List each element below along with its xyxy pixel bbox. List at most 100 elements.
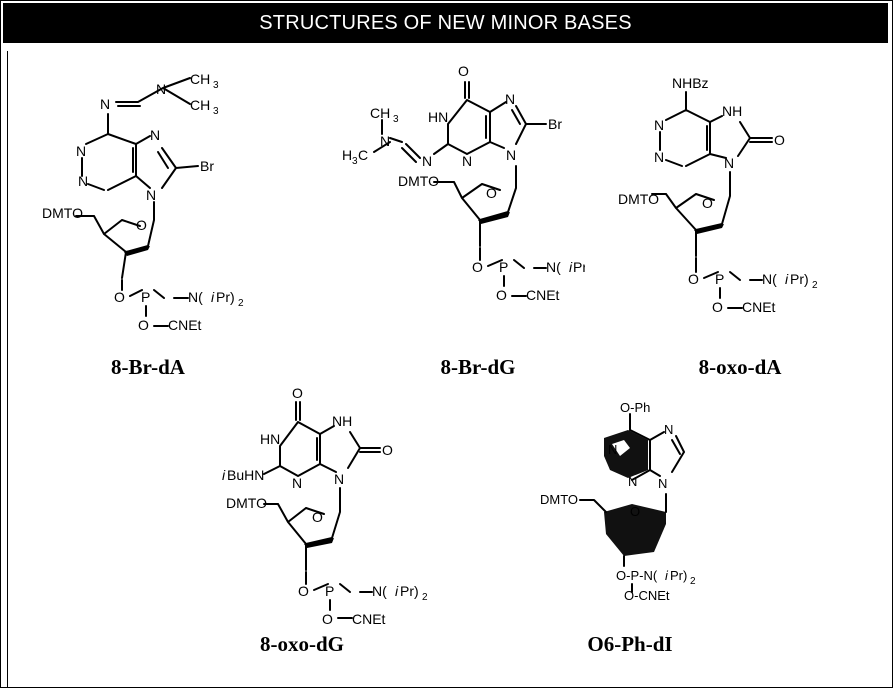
atom-label: N <box>78 173 88 189</box>
atom-label: N <box>608 442 617 457</box>
atom-subscript: 2 <box>238 298 244 309</box>
atom-label: N <box>150 127 160 143</box>
page-title: STRUCTURES OF NEW MINOR BASES <box>259 12 632 34</box>
atom-label: P <box>499 259 508 275</box>
atom-label: N <box>156 81 166 97</box>
atom-label: O <box>712 299 723 315</box>
atom-label: O <box>322 611 333 627</box>
atom-label: CNEt <box>352 611 386 627</box>
atom-label: O <box>138 317 149 333</box>
atom-label: N <box>380 133 390 149</box>
atom-label: N <box>654 149 664 165</box>
atom-label: H <box>342 147 352 163</box>
atom-label: N <box>146 187 156 203</box>
atom-label: N <box>100 96 110 112</box>
atom-label: Br <box>548 116 562 132</box>
atom-label: O <box>472 259 483 275</box>
atom-label: HN <box>260 431 280 447</box>
atom-label: CNEt <box>742 299 776 315</box>
atom-subscript: 2 <box>422 592 428 603</box>
atom-label: O <box>630 504 640 519</box>
atom-label: O <box>312 509 323 525</box>
atom-label: P <box>715 271 724 287</box>
compound-name: 8-Br-dG <box>440 355 516 379</box>
atom-label: Br <box>200 158 214 174</box>
compound-name: O6-Ph-dI <box>587 632 673 656</box>
atom-label: i <box>569 259 573 275</box>
atom-label: N <box>76 143 86 159</box>
header: STRUCTURES OF NEW MINOR BASES <box>3 3 888 47</box>
structure-8-oxo-da: NHBz N NH O N N DMTO O O P N( i Pr) 2 O … <box>618 75 818 315</box>
atom-label: NH <box>722 103 742 119</box>
atom-subscript: 3 <box>213 106 219 117</box>
structure-o6-ph-di: O-Ph N N N N DMTO O O-P-N( i Pr) 2 O-CNE… <box>540 400 696 600</box>
atom-label: N( <box>762 271 777 287</box>
atom-label: N <box>462 153 472 169</box>
title-bar <box>3 3 888 43</box>
atom-label: NHBz <box>672 75 709 91</box>
atom-subscript: 3 <box>352 156 358 167</box>
atom-label: C <box>358 147 368 163</box>
atom-label: CH <box>190 71 210 87</box>
atom-label: Pr) <box>573 259 585 275</box>
atom-label: CH <box>190 97 210 113</box>
atom-label: HN <box>428 109 448 125</box>
atom-label: O <box>136 217 147 233</box>
atom-subscript: 3 <box>393 114 399 125</box>
atom-label: O <box>486 185 497 201</box>
atom-label: NH <box>332 413 352 429</box>
atom-label: N <box>658 476 667 491</box>
atom-label: i <box>395 583 399 599</box>
atom-label: i <box>211 289 215 305</box>
atom-label: N <box>505 91 515 107</box>
atom-label: O-Ph <box>620 400 650 415</box>
atom-label: CNEt <box>526 287 560 303</box>
atom-label: O <box>298 583 309 599</box>
structure-8-oxo-dg: O HN NH O i BuHN N N DMTO O O P N( i Pr)… <box>222 388 428 627</box>
atom-label: DMTO <box>540 492 578 507</box>
atom-label: Pr) <box>670 568 687 583</box>
compound-name: 8-oxo-dG <box>260 632 344 656</box>
atom-label: N <box>628 474 637 489</box>
atom-label: P <box>141 289 150 305</box>
atom-label: DMTO <box>226 495 267 511</box>
atom-label: DMTO <box>42 205 83 221</box>
atom-label: i <box>222 467 226 483</box>
atom-label: Pr) <box>216 289 235 305</box>
atom-label: CNEt <box>168 317 202 333</box>
atom-label: O <box>688 271 699 287</box>
atom-label: DMTO <box>618 191 659 207</box>
compound-name: 8-Br-dA <box>111 355 185 379</box>
atom-label: N( <box>188 289 203 305</box>
atom-label: i <box>665 568 669 583</box>
atom-subscript: 3 <box>213 80 219 91</box>
atom-label: N <box>654 117 664 133</box>
atom-label: N( <box>372 583 387 599</box>
atom-label: O <box>114 289 125 305</box>
atom-label: O <box>774 132 785 148</box>
atom-label: O-CNEt <box>624 588 670 600</box>
atom-label: O <box>382 442 393 458</box>
atom-label: N <box>334 471 344 487</box>
atom-label: Pr) <box>400 583 419 599</box>
atom-label: Pr) <box>790 271 809 287</box>
atom-subscript: 2 <box>812 280 818 291</box>
atom-label: i <box>785 271 789 287</box>
structures-panel <box>7 51 890 687</box>
atom-label: O <box>496 287 507 303</box>
atom-subscript: 2 <box>690 576 696 587</box>
atom-label: O <box>702 195 713 211</box>
atom-label: O <box>292 388 303 401</box>
atom-label: CH <box>370 105 390 121</box>
structure-8-br-dg: O HN N Br N N N N CH 3 H 3 C DMTO O O P … <box>342 63 585 303</box>
atom-label: N <box>292 475 302 491</box>
atom-label: BuHN <box>227 467 264 483</box>
atom-label: N <box>664 422 673 437</box>
atom-label: DMTO <box>398 173 439 189</box>
atom-label: N <box>506 147 516 163</box>
atom-label: N <box>422 153 432 169</box>
atom-label: N( <box>546 259 561 275</box>
compound-name: 8-oxo-dA <box>698 355 782 379</box>
atom-label: N <box>724 155 734 171</box>
